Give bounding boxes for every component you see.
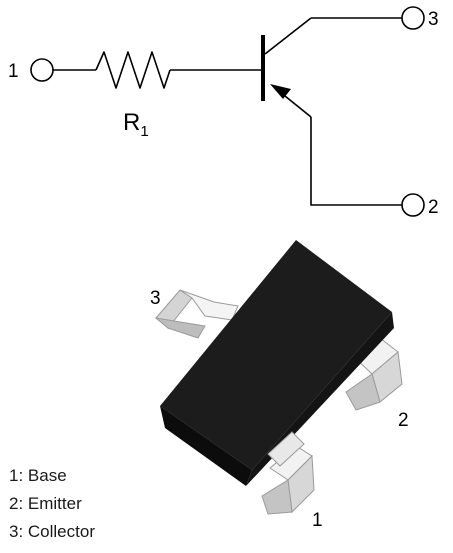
schematic-pin-emitter-label: 2 [428, 197, 439, 218]
package-body-top [160, 240, 392, 470]
collector-terminal [401, 6, 425, 30]
schematic: 1 R1 3 2 [8, 6, 439, 218]
resistor-ref-subscript: 1 [140, 123, 148, 140]
legend-item-collector: 3: Collector [9, 522, 95, 541]
emitter-wire [310, 117, 402, 206]
package-lead-base-shoulder [267, 431, 305, 467]
package-pin-emitter-label: 2 [398, 410, 409, 431]
emitter-arrow [270, 84, 291, 99]
package-lead-collector [154, 289, 239, 339]
resistor-ref-text: R [123, 109, 140, 136]
package-lead-emitter [345, 337, 403, 411]
package-pin-base-label: 1 [312, 510, 323, 531]
package-pin-collector-label: 3 [150, 288, 161, 309]
resistor-r1 [95, 51, 171, 89]
base-terminal [30, 58, 54, 82]
package-lead-base [261, 445, 315, 515]
sot23-package: 3 2 1 [150, 240, 409, 531]
package-body-side [160, 406, 252, 486]
collector-lead [264, 17, 312, 55]
resistor-ref-label: R1 [123, 109, 149, 140]
legend-item-base: 1: Base [9, 466, 67, 485]
schematic-pin-base-label: 1 [8, 61, 19, 82]
emitter-terminal [401, 193, 425, 217]
emitter-lead [284, 95, 312, 118]
pin-legend: 1: Base 2: Emitter 3: Collector [9, 462, 95, 546]
schematic-pin-collector-label: 3 [428, 9, 439, 30]
legend-item-emitter: 2: Emitter [9, 494, 82, 513]
